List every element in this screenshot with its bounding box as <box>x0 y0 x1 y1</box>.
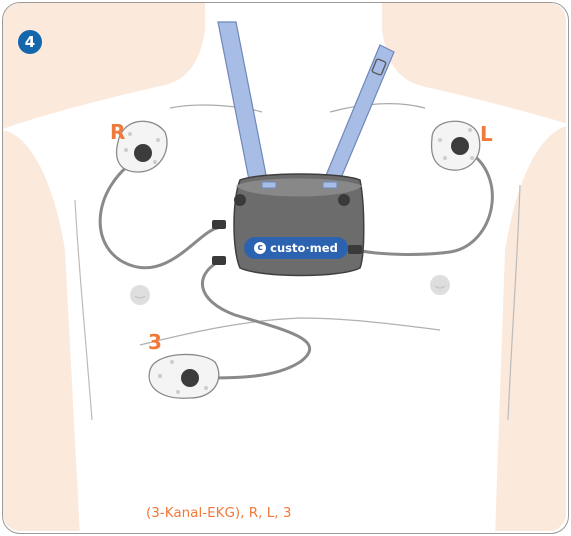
connector-left <box>348 245 362 254</box>
electrode-left <box>432 121 480 170</box>
electrode-label-third: 3 <box>148 330 162 354</box>
device-brand-logo: c custo·med <box>244 237 348 259</box>
brand-c-icon: c <box>254 242 266 254</box>
electrode-third <box>149 354 219 398</box>
right-nipple <box>130 285 150 305</box>
left-nipple <box>430 275 450 295</box>
caption: (3-Kanal-EKG), R, L, 3 <box>146 505 291 521</box>
device-screw-icon <box>234 194 246 206</box>
connector-right <box>212 220 226 229</box>
brand-name: custo·med <box>270 241 338 255</box>
device-screw-icon <box>338 194 350 206</box>
connector-third <box>212 256 226 265</box>
electrode-label-right: R <box>110 120 125 144</box>
electrode-label-left: L <box>480 122 493 146</box>
step-number-badge: 4 <box>18 30 42 54</box>
